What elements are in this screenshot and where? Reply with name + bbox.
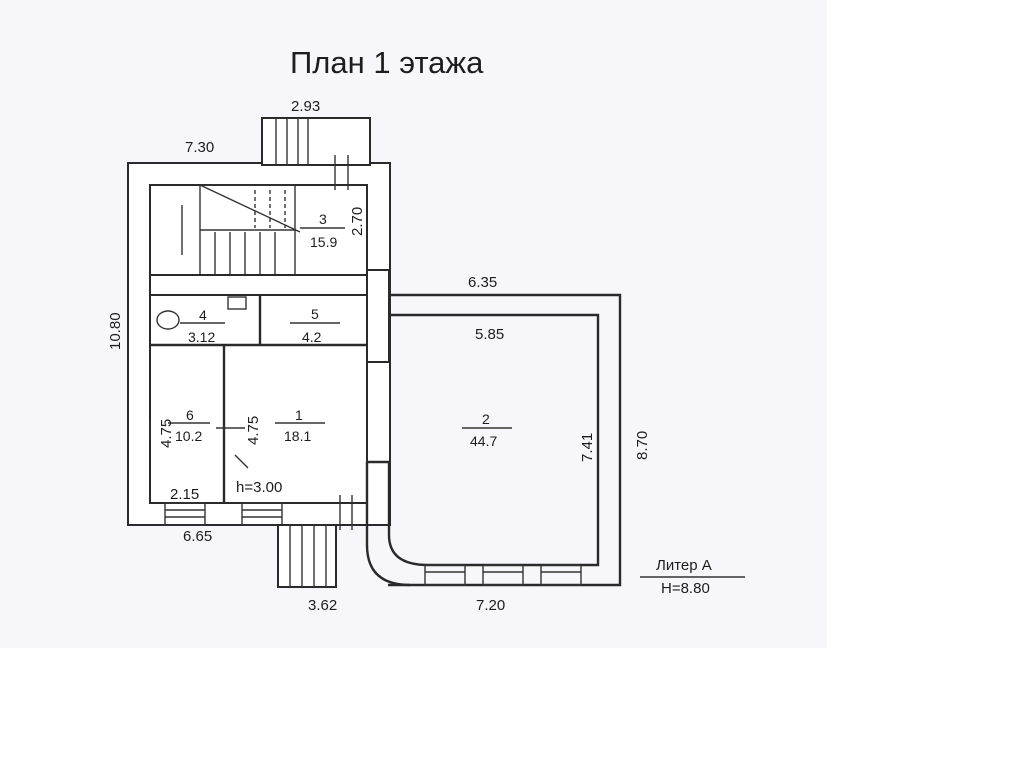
partitions (150, 295, 367, 503)
curved-wall-outer (365, 462, 411, 587)
room-6-number: 6 (186, 407, 194, 423)
dim-right-outer-height: 8.70 (634, 431, 651, 460)
room-1-area: 18.1 (284, 428, 311, 444)
dim-stair-top: 2.93 (291, 98, 320, 115)
window (424, 564, 466, 586)
dim-bottom-stair: 3.62 (308, 597, 337, 614)
bottom-porch (277, 495, 353, 588)
dim-room6-height: 4.75 (158, 419, 175, 448)
column-partition (366, 269, 390, 363)
dim-stair-height: 2.70 (349, 207, 366, 236)
window (540, 564, 582, 586)
bottom-porch-outline (277, 524, 337, 588)
windows-bottom (149, 420, 582, 586)
sink-fixture (227, 296, 247, 310)
partition-horizontal (149, 274, 368, 296)
room-6-area: 10.2 (175, 428, 202, 444)
stair-diagonal (199, 184, 301, 233)
dim-right-top-inner: 5.85 (475, 326, 504, 343)
room-4-area: 3.12 (188, 329, 215, 345)
dim-right-top-outer: 6.35 (468, 274, 497, 291)
room-4-number: 4 (199, 307, 207, 323)
room-2-number: 2 (482, 411, 490, 427)
outer-walls (127, 162, 622, 587)
room-1-number: 1 (295, 407, 303, 423)
legend: Литер А H=8.80 (640, 557, 745, 597)
dim-top-left: 7.30 (185, 139, 214, 156)
room-5-number: 5 (311, 306, 319, 322)
window (241, 502, 283, 526)
room-labels: 3 15.9 4 3.12 5 4.2 6 10.2 1 18.1 2 44.7 (175, 211, 497, 449)
room-5-area: 4.2 (302, 329, 322, 345)
room-label-bars (168, 227, 512, 469)
plan-title: План 1 этажа (290, 45, 484, 80)
dim-bottom-left-outer: 6.65 (183, 528, 212, 545)
dimension-labels: 2.93 7.30 2.70 6.35 5.85 10.80 7.41 8.70… (107, 98, 651, 614)
dim-room1-height: 4.75 (245, 416, 262, 445)
dim-bottom-left-inner: 2.15 (170, 486, 199, 503)
room-3-number: 3 (319, 211, 327, 227)
top-porch (261, 117, 371, 190)
ceiling-height: h=3.00 (236, 479, 282, 496)
curved-wall-inner (387, 462, 429, 567)
window (482, 564, 524, 586)
legend-height: H=8.80 (661, 580, 710, 597)
window (164, 502, 206, 526)
dim-left-height: 10.80 (107, 312, 124, 350)
dimension-tick (234, 454, 249, 469)
room-3-area: 15.9 (310, 234, 337, 250)
room-2-area: 44.7 (470, 433, 497, 449)
legend-liter: Литер А (656, 557, 712, 574)
toilet-fixture (156, 310, 180, 330)
dim-bottom-right: 7.20 (476, 597, 505, 614)
top-porch-outline (261, 117, 371, 166)
dim-right-inner-height: 7.41 (579, 433, 596, 462)
